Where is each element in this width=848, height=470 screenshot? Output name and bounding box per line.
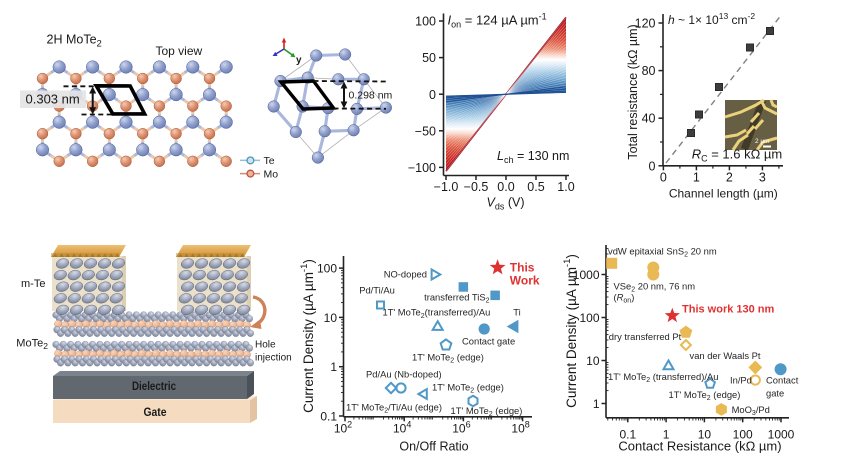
svg-text:Dielectric: Dielectric <box>132 379 176 393</box>
svg-text:40: 40 <box>642 112 656 126</box>
svg-text:Gate: Gate <box>144 405 167 419</box>
svg-text:y: y <box>296 55 302 66</box>
svg-text:h ~ 1× 1013​ cm-2​: h ~ 1× 1013​ cm-2​ <box>668 11 755 27</box>
svg-text:−0.5: −0.5 <box>464 180 489 194</box>
svg-text:3: 3 <box>759 171 766 185</box>
svg-text:RC​ = 1.6 kΩ µm: RC​ = 1.6 kΩ µm <box>692 147 783 164</box>
svg-text:0: 0 <box>649 159 656 173</box>
svg-text:0.0: 0.0 <box>497 180 514 194</box>
svg-text:Pd/Au (Nb-doped): Pd/Au (Nb-doped) <box>366 369 442 380</box>
svg-text:−100: −100 <box>408 161 436 175</box>
svg-text:100: 100 <box>415 15 436 29</box>
svg-text:10: 10 <box>586 354 600 368</box>
svg-text:This work 130 nm: This work 130 nm <box>682 303 775 315</box>
svg-text:Contact Resistance (kΩ µm): Contact Resistance (kΩ µm) <box>618 439 781 454</box>
svg-text:0: 0 <box>429 88 436 102</box>
svg-text:Mo: Mo <box>264 168 279 180</box>
svg-text:100: 100 <box>733 428 753 442</box>
svg-text:Pd/Ti/Au: Pd/Ti/Au <box>359 285 395 296</box>
svg-text:0.1: 0.1 <box>619 428 636 442</box>
svg-text:Vds​ (V): Vds​ (V) <box>487 196 525 212</box>
svg-text:1T' MoTe2​ (edge): 1T' MoTe2​ (edge) <box>432 382 504 395</box>
svg-text:Hole: Hole <box>255 340 276 351</box>
svg-text:transferred TiS2​: transferred TiS2​ <box>424 292 489 305</box>
svg-text:120: 120 <box>635 17 656 31</box>
svg-text:van der Waals Pt: van der Waals Pt <box>690 350 761 361</box>
svg-text:2H MoTe2​: 2H MoTe2​ <box>47 33 102 50</box>
svg-text:100: 100 <box>317 262 337 276</box>
svg-text:0.5: 0.5 <box>527 180 544 194</box>
svg-text:Channel length (µm): Channel length (µm) <box>669 187 778 201</box>
svg-text:injection: injection <box>255 353 292 364</box>
svg-text:1T' MoTe2​(transferred)/Au: 1T' MoTe2​(transferred)/Au <box>382 307 490 320</box>
svg-text:0.298 nm: 0.298 nm <box>349 90 393 102</box>
svg-text:Current Density (µA µm-1​): Current Density (µA µm-1​) <box>562 254 579 408</box>
svg-text:NO-doped: NO-doped <box>384 269 427 280</box>
svg-text:1000: 1000 <box>768 428 795 442</box>
svg-text:2: 2 <box>726 171 733 185</box>
svg-text:Total resistance (kΩ µm): Total resistance (kΩ µm) <box>626 24 640 159</box>
svg-text:On/Off Ratio: On/Off Ratio <box>399 440 468 454</box>
svg-text:Lch​ = 130 nm: Lch​ = 130 nm <box>497 149 569 165</box>
svg-text:−50: −50 <box>415 124 436 138</box>
svg-text:1: 1 <box>593 397 600 411</box>
svg-text:1T' MoTe2​/Ti/Au (edge): 1T' MoTe2​/Ti/Au (edge) <box>346 402 442 415</box>
svg-text:Te: Te <box>264 155 275 167</box>
svg-text:Current Density (µA µm-1​): Current Density (µA µm-1​) <box>299 259 316 413</box>
svg-text:gate: gate <box>766 388 784 399</box>
svg-text:MoO3​/Pd: MoO3​/Pd <box>732 404 770 417</box>
svg-text:50: 50 <box>422 51 436 65</box>
svg-text:In/Pd: In/Pd <box>730 375 752 386</box>
svg-text:100: 100 <box>579 311 599 325</box>
svg-text:Top view: Top view <box>156 44 203 58</box>
svg-text:1.0: 1.0 <box>557 180 574 194</box>
svg-text:10: 10 <box>698 428 712 442</box>
svg-text:Contact: Contact <box>766 375 799 386</box>
svg-text:−1.0: −1.0 <box>434 180 459 194</box>
svg-text:1: 1 <box>330 360 337 374</box>
svg-text:2 µm: 2 µm <box>755 138 770 145</box>
svg-text:MoTe2​: MoTe2​ <box>16 338 48 352</box>
svg-text:0: 0 <box>660 171 667 185</box>
svg-text:0.303 nm: 0.303 nm <box>26 92 80 107</box>
svg-text:80: 80 <box>642 64 656 78</box>
svg-text:Ti: Ti <box>513 307 520 318</box>
svg-text:1: 1 <box>663 428 670 442</box>
svg-text:This: This <box>510 261 535 275</box>
svg-text:Work: Work <box>510 274 540 288</box>
svg-text:1T' MoTe2​ (edge): 1T' MoTe2​ (edge) <box>669 389 741 402</box>
svg-text:1T' MoTe2​ (edge): 1T' MoTe2​ (edge) <box>451 405 523 418</box>
svg-text:dry transferred Pt: dry transferred Pt <box>609 331 682 342</box>
svg-text:1000: 1000 <box>573 268 600 282</box>
svg-text:1: 1 <box>693 171 700 185</box>
svg-text:1T' MoTe2​ (edge): 1T' MoTe2​ (edge) <box>412 352 484 365</box>
svg-text:Ion​ = 124 µA µm-1​: Ion​ = 124 µA µm-1​ <box>448 12 547 30</box>
svg-text:Contact gate: Contact gate <box>462 336 515 347</box>
svg-text:m-Te: m-Te <box>21 278 45 290</box>
svg-text:vdW epitaxial SnS2​ 20 nm: vdW epitaxial SnS2​ 20 nm <box>608 246 717 259</box>
svg-text:0.1: 0.1 <box>320 410 337 424</box>
svg-text:1T' MoTe2​ (transferred)/Au: 1T' MoTe2​ (transferred)/Au <box>608 371 718 384</box>
svg-text:10: 10 <box>324 311 338 325</box>
